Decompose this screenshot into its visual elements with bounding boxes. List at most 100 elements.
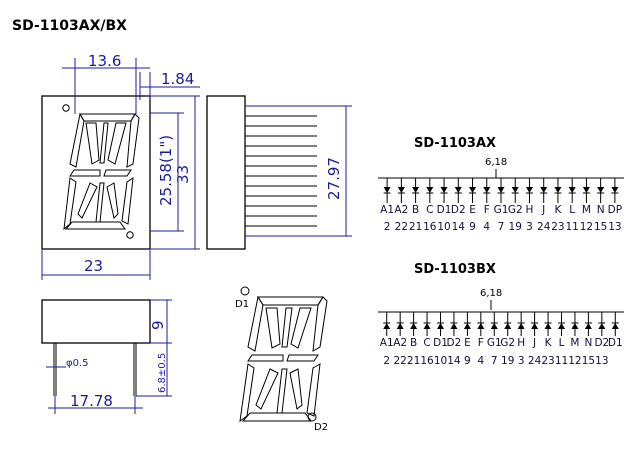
diode-icon: [497, 187, 505, 193]
segment-label: E: [464, 337, 471, 349]
pin-number: 21: [409, 221, 422, 233]
d1-marker-icon: [240, 286, 250, 296]
diode-icon: [611, 323, 619, 329]
pin-number: 9: [464, 355, 471, 367]
diode-icon: [483, 187, 491, 193]
segment-label: D1: [433, 337, 448, 349]
segment-d2-label: D2: [314, 422, 328, 433]
segment-view: D1 D2: [235, 286, 328, 433]
segment-label: N: [584, 337, 592, 349]
diode-icon: [426, 187, 434, 193]
segment-label: K: [554, 204, 562, 216]
diode-icon: [423, 323, 431, 329]
bottom-body-outline: [41, 299, 151, 344]
dim-offset: 1.84: [161, 70, 194, 88]
diode-icon: [383, 187, 391, 193]
pin1-marker-icon: [62, 104, 70, 112]
pin-number: 22: [395, 221, 408, 233]
pin-number: 2: [384, 221, 391, 233]
segment-label: D2: [594, 337, 609, 349]
pin-number: 14: [452, 221, 466, 233]
front-view: 13.6 1.84 25.58(1") 33 23: [41, 52, 200, 280]
segment-label: H: [517, 337, 525, 349]
diode-icon: [396, 323, 404, 329]
diode-icon: [410, 323, 418, 329]
pin-number: 16: [423, 221, 437, 233]
diode-icon: [469, 187, 477, 193]
dim-digit-height: 25.58(1"): [157, 135, 175, 206]
side-body-outline: [206, 95, 246, 250]
pin-number: 22: [393, 355, 406, 367]
segment-d1-label: D1: [235, 299, 249, 310]
diode-icon: [477, 323, 485, 329]
front-body-outline: [41, 95, 151, 250]
pin-number: 13: [595, 355, 608, 367]
pin-number: 15: [582, 355, 595, 367]
pin-number: 21: [407, 355, 420, 367]
segment-label: B: [412, 204, 419, 216]
segment-label: H: [526, 204, 534, 216]
pin-number: 11: [565, 221, 578, 233]
pin-number: 7: [491, 355, 498, 367]
pin-number: 23: [541, 355, 554, 367]
diode-icon: [540, 187, 548, 193]
diode-icon: [454, 187, 462, 193]
segment-label: E: [469, 204, 476, 216]
segment-label: M: [570, 337, 579, 349]
pin-number: 7: [498, 221, 505, 233]
diode-icon: [490, 323, 498, 329]
segment-label: A2: [394, 204, 408, 216]
segment-label: D1: [437, 204, 452, 216]
dim-pin-span: 17.78: [70, 392, 113, 410]
diode-icon: [504, 323, 512, 329]
diode-icon: [558, 323, 565, 329]
diode-icon: [437, 323, 444, 329]
schematic-bx-title: SD-1103BX: [414, 262, 496, 277]
segment-label: G2: [508, 204, 523, 216]
diode-icon: [597, 187, 605, 193]
pin-number: 15: [594, 221, 607, 233]
schematic-ax-diodes: [383, 178, 619, 203]
pin-number: 23: [551, 221, 564, 233]
diode-icon: [412, 187, 420, 193]
segment-label: J: [532, 337, 536, 349]
diode-icon: [544, 323, 552, 329]
pin-number: 19: [509, 221, 522, 233]
pin-number: 16: [420, 355, 434, 367]
diode-icon: [582, 187, 590, 193]
segment-label: A1: [380, 204, 394, 216]
diode-icon: [525, 187, 533, 193]
segment-label: J: [541, 204, 545, 216]
pin-number: 14: [447, 355, 461, 367]
segment-label: D2: [451, 204, 466, 216]
pin-number: 4: [483, 221, 490, 233]
diode-icon: [568, 187, 576, 193]
segment-label: C: [426, 204, 433, 216]
segment-label: M: [582, 204, 591, 216]
segment-display-large: [239, 295, 328, 423]
dim-top-width: 13.6: [88, 52, 121, 70]
diode-icon: [383, 323, 391, 329]
dim-body-height: 33: [174, 165, 192, 184]
diode-icon: [531, 323, 539, 329]
pin-number: 12: [580, 221, 593, 233]
dim-bottom-height: 9: [149, 320, 167, 330]
segment-label: L: [559, 337, 565, 349]
diode-icon: [611, 187, 619, 193]
dim-bottom-pin-length: 6.8±0.5: [157, 353, 168, 393]
schematic-ax-title: SD-1103AX: [414, 136, 496, 151]
dim-pin-diameter: φ0.5: [66, 358, 89, 369]
segment-label: N: [597, 204, 605, 216]
pin-number: 11: [555, 355, 568, 367]
segment-label: D2: [447, 337, 462, 349]
diode-icon: [440, 187, 448, 193]
segment-label: D1: [608, 337, 623, 349]
diode-icon: [463, 323, 471, 329]
dp-marker-icon: [126, 231, 134, 239]
